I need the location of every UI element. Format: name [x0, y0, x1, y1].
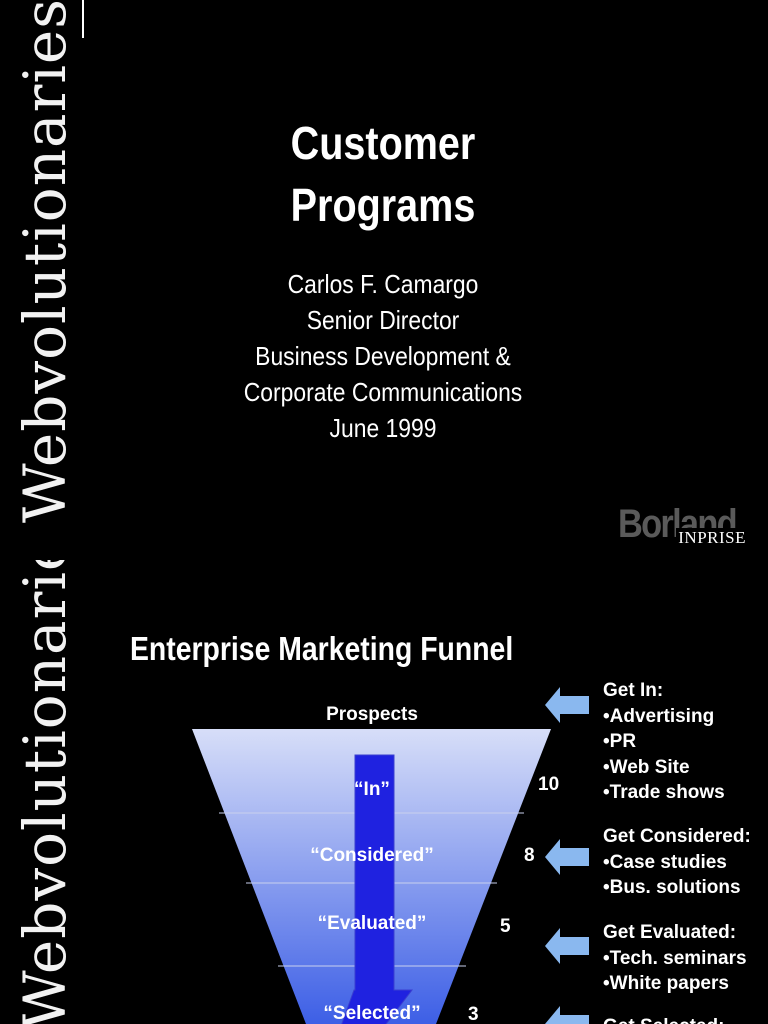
borland-inprise-logo: Borland INPRISE	[618, 502, 754, 550]
side-wordmark: Webvolutionaries.	[11, 0, 79, 523]
presenter-dept-1: Business Development &	[255, 341, 511, 371]
side-arrow-selected	[545, 1006, 589, 1024]
top-rule-divider	[82, 0, 84, 38]
tactic-item: •White papers	[603, 973, 729, 994]
funnel-diagram	[192, 687, 589, 1024]
tactic-heading: Get Considered:	[603, 826, 751, 847]
presenter-dept-2: Corporate Communications	[243, 377, 523, 407]
stage-label-selected: “Selected”	[323, 1003, 421, 1024]
slide-title: Enterprise Marketing Funnel	[130, 630, 514, 667]
tactic-item: •Case studies	[603, 851, 727, 873]
stage-count-in: 10	[538, 774, 560, 795]
stage-label-in: “In”	[354, 779, 390, 800]
funnel-slide: Webvolutionaries. Enterprise Marketing F…	[0, 560, 768, 1024]
tactic-block-selected: Get Selected:	[603, 1014, 724, 1024]
tactic-item: •PR	[603, 731, 637, 752]
presentation-date: June 1999	[329, 413, 437, 443]
tactic-item: •Tech. seminars	[603, 947, 747, 969]
logo-sub-text: INPRISE	[676, 528, 748, 548]
tactic-item: •Trade shows	[603, 782, 725, 803]
stage-count-evaluated: 5	[500, 916, 511, 937]
tactic-item: •Web Site	[603, 756, 690, 778]
funnel-down-arrow	[341, 754, 414, 1024]
slide-title: Customer Programs	[251, 112, 514, 236]
funnel-top-label: Prospects	[326, 704, 418, 725]
tactic-heading: Get In:	[603, 680, 664, 701]
side-arrow-evaluated	[545, 928, 589, 964]
tactic-item: •Bus. solutions	[603, 877, 741, 898]
slide-title-line-1: Customer	[290, 117, 476, 169]
tactic-block-in: Get In: •Advertising •PR •Web Site •Trad…	[603, 678, 725, 806]
presenter-info: Carlos F. Camargo Senior Director Busine…	[222, 266, 544, 446]
tactic-block-evaluated: Get Evaluated: •Tech. seminars •White pa…	[603, 920, 747, 997]
tactic-heading: Get Selected:	[603, 1014, 724, 1024]
side-arrow-considered	[545, 839, 589, 875]
side-arrow-in	[545, 687, 589, 723]
tactic-item: •Advertising	[603, 705, 715, 727]
stage-label-evaluated: “Evaluated”	[317, 913, 427, 934]
stage-count-selected: 3	[468, 1004, 479, 1024]
title-slide: Webvolutionaries. Customer Programs Carl…	[11, 0, 754, 550]
stage-label-considered: “Considered”	[310, 845, 434, 866]
stage-count-considered: 8	[524, 845, 535, 866]
presenter-name: Carlos F. Camargo	[287, 269, 479, 299]
tactic-block-considered: Get Considered: •Case studies •Bus. solu…	[603, 824, 751, 901]
tactic-heading: Get Evaluated:	[603, 922, 737, 943]
slide-title-line-2: Programs	[290, 179, 476, 231]
presenter-role: Senior Director	[306, 305, 460, 335]
